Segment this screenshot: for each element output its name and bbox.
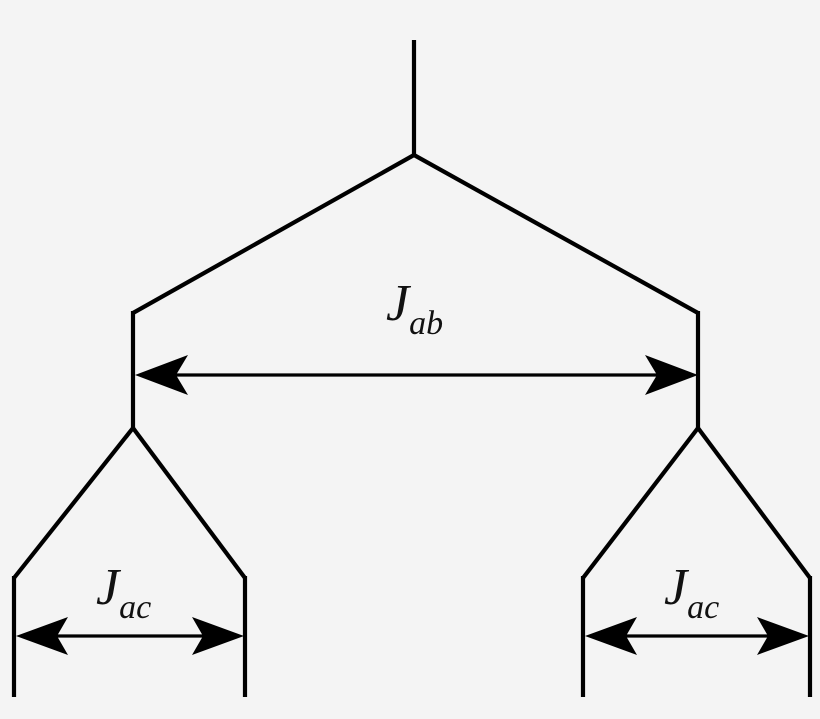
jac-right-arrow-head-left	[585, 617, 637, 655]
jac-right-label: Jac	[664, 559, 719, 626]
right-subsplit-right-branch	[696, 426, 812, 580]
jac-left-arrow	[16, 617, 244, 655]
jac-right-arrow	[585, 617, 809, 655]
jab-arrow-head-left	[135, 355, 188, 395]
jac-right-label-subscript: ac	[687, 589, 719, 626]
jac-left-label-subscript: ac	[119, 589, 151, 626]
jab-arrow-head-right	[645, 355, 698, 395]
jac-right-label-symbol: J	[664, 559, 690, 616]
jac-left-arrow-head-right	[192, 617, 244, 655]
jab-arrow	[135, 355, 698, 395]
jac-left-arrow-head-left	[16, 617, 68, 655]
jab-label-subscript: ab	[409, 305, 443, 342]
left-subsplit-right-branch	[131, 426, 247, 580]
jab-label: Jab	[386, 275, 443, 342]
jac-left-label: Jac	[96, 559, 151, 626]
jac-left-label-symbol: J	[96, 559, 122, 616]
jac-right-arrow-head-right	[757, 617, 809, 655]
left-subsplit-left-branch	[12, 426, 135, 580]
first-split-right-branch	[412, 153, 700, 315]
jab-label-symbol: J	[386, 275, 412, 332]
right-subsplit-left-branch	[581, 426, 700, 580]
first-split-left-branch	[131, 153, 416, 315]
